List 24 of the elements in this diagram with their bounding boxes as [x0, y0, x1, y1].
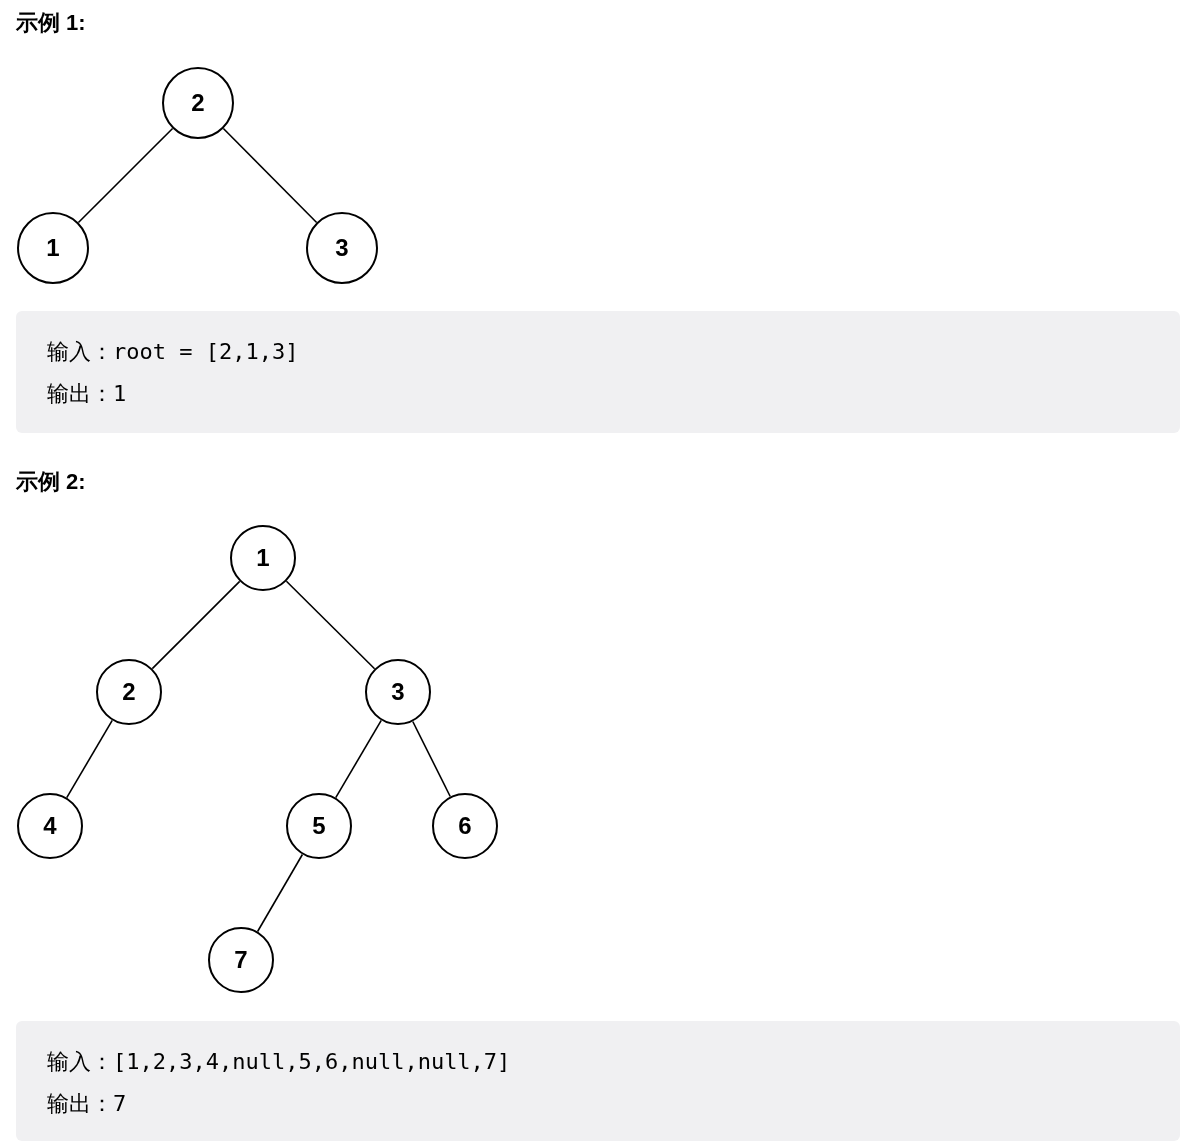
example-heading: 示例 1:	[16, 9, 86, 37]
code-line: 输入：[1,2,3,4,null,5,6,null,null,7]	[47, 1048, 511, 1076]
code-line: 输出：7	[47, 1090, 127, 1118]
code-line: 输入：root = [2,1,3]	[47, 338, 299, 366]
tree-edge	[256, 853, 304, 933]
tree-edge	[411, 720, 452, 798]
tree-edge	[77, 127, 174, 224]
tree-edge	[151, 580, 241, 670]
tree-node-circle: 1	[17, 212, 89, 284]
example-heading: 示例 2:	[16, 468, 86, 496]
tree-node-circle: 3	[365, 659, 431, 725]
tree-node-circle: 1	[230, 525, 296, 591]
tree-node-circle: 7	[208, 927, 274, 993]
tree-node-circle: 3	[306, 212, 378, 284]
tree-edge	[65, 719, 114, 799]
tree-node-circle: 4	[17, 793, 83, 859]
tree-node-circle: 6	[432, 793, 498, 859]
tree-node-circle: 2	[96, 659, 162, 725]
code-line: 输出：1	[47, 380, 127, 408]
tree-edge	[222, 127, 318, 224]
tree-edge	[334, 719, 383, 799]
tree-node-circle: 5	[286, 793, 352, 859]
tree-edge	[285, 580, 376, 670]
tree-node-circle: 2	[162, 67, 234, 139]
